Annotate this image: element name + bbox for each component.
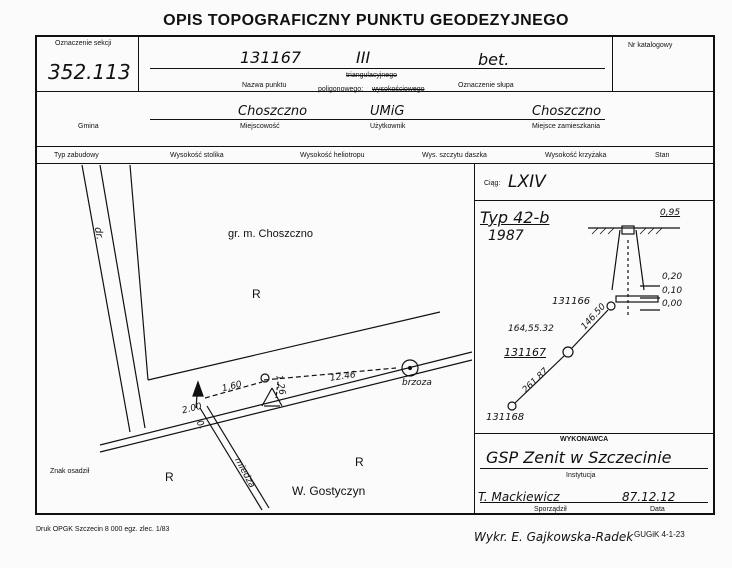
column-header: Stan — [655, 152, 670, 159]
gmina-label: Gmina — [78, 123, 99, 130]
underline — [150, 68, 605, 69]
section-label: Oznaczenie sekcji — [55, 40, 112, 47]
depth-label: 0,00 — [662, 299, 683, 309]
institution-label: Instytucja — [566, 472, 596, 479]
point-marker: bet. — [478, 50, 510, 69]
date-value: 87.12.12 — [622, 490, 676, 504]
ciag-value: LXIV — [508, 172, 546, 192]
column-header: Wys. szczytu daszka — [422, 152, 487, 159]
r-label: R — [165, 470, 174, 484]
r-label: R — [355, 455, 364, 469]
height-label: wysokościowego — [372, 86, 425, 93]
depth-label: 0,20 — [662, 272, 683, 282]
row-line — [36, 91, 714, 92]
author-name: T. Mackiewicz — [478, 490, 560, 504]
r-label: R — [252, 287, 261, 301]
owner-label: W. Gostyczyn — [292, 484, 366, 498]
divider — [474, 163, 475, 514]
zamieszkanie-label: Miejsce zamieszkania — [532, 123, 601, 130]
uzytkownik-label: Użytkownik — [370, 123, 406, 130]
underline — [480, 502, 708, 503]
row-line — [36, 163, 714, 164]
author-label: Sporządził — [534, 506, 567, 513]
tree-label: brzoza — [402, 378, 432, 388]
catalog-label: Nr katalogowy — [628, 42, 673, 49]
divider — [612, 36, 613, 91]
form-code: GUGiK 4-1-23 — [634, 530, 685, 539]
ciag-label: Ciąg: — [484, 180, 501, 187]
underline — [480, 468, 708, 469]
miejscowosc-label: Miejscowość — [240, 123, 280, 130]
underline — [150, 119, 605, 120]
depth-label: 0,95 — [660, 208, 681, 218]
section-value: 352.113 — [48, 60, 131, 84]
this-point: 131167 — [504, 346, 546, 359]
drawn-by: Wykr. E. Gajkowska-Radek — [474, 530, 634, 544]
depth-label: 0,10 — [662, 286, 683, 296]
wykonawca-label: WYKONAWCA — [560, 436, 609, 443]
point-name-label: Nazwa punktu — [242, 82, 287, 89]
form-frame — [35, 35, 715, 515]
date-label: Data — [650, 506, 665, 513]
row-line — [36, 146, 714, 147]
page-title: OPIS TOPOGRAFICZNY PUNKTU GEODEZYJNEGO — [163, 12, 569, 29]
uzytkownik-value: Choszczno — [532, 104, 602, 119]
neighbor-point: 131166 — [552, 296, 591, 307]
type-value: Typ 42-b — [480, 208, 550, 227]
year-value: 1987 — [488, 228, 524, 244]
point-number: 131167 — [240, 48, 302, 67]
column-header: Typ zabudowy — [54, 152, 99, 159]
print-info: Druk OPGK Szczecin 8 000 egz. zlec. 1/83 — [36, 526, 170, 533]
miejscowosc-value: UMiG — [370, 104, 405, 119]
area-label: gr. m. Choszczno — [228, 228, 313, 240]
row-line — [474, 433, 714, 434]
column-header: Wysokość stolika — [170, 152, 224, 159]
triangulation-label: triangulacyjnego — [346, 72, 397, 79]
gmina-value: Choszczno — [238, 104, 308, 119]
column-header: Wysokość krzyżaka — [545, 152, 607, 159]
column-header: Wysokość heliotropu — [300, 152, 365, 159]
point-class: III — [356, 48, 371, 67]
wykonawca-name: GSP Zenit w Szczecinie — [486, 448, 672, 467]
angle-label: 164,55.32 — [508, 324, 554, 334]
row-line — [474, 200, 714, 201]
neighbor-point: 131168 — [486, 412, 525, 423]
polygon-label: poligonowego: — [318, 86, 364, 93]
sign-label: Znak osadził — [50, 468, 90, 475]
marker-label: Oznaczenie słupa — [458, 82, 514, 89]
road-label: dr. — [91, 226, 105, 241]
divider — [138, 36, 139, 91]
